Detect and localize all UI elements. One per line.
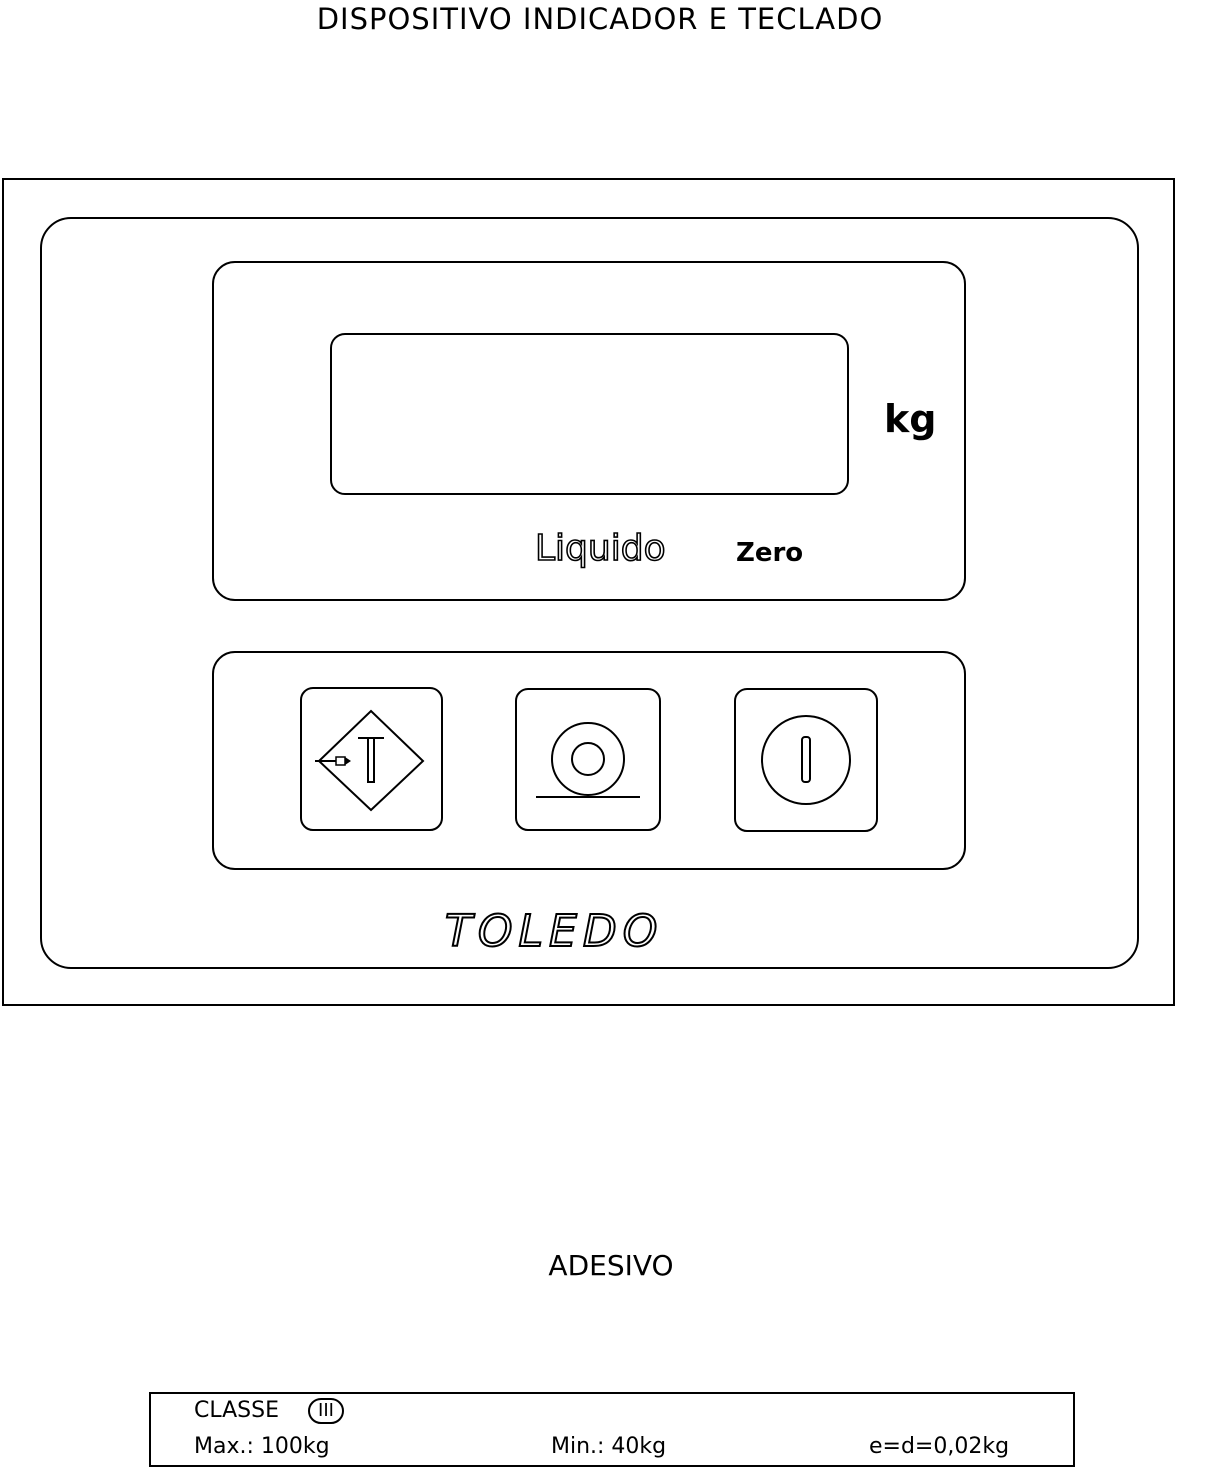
toledo-logo: TOLEDO [445,906,663,957]
net-indicator-label: Liquido [535,528,666,569]
weight-display-window [330,333,849,495]
sticker-title: ADESIVO [548,1249,673,1282]
verification-division: e=d=0,02kg [869,1434,1010,1459]
sticker-label: CLASSE III Max.: 100kg Min.: 40kg e=d=0,… [149,1392,1075,1467]
tare-icon [315,709,425,812]
unit-label: kg [884,397,936,441]
min-capacity: Min.: 40kg [551,1434,667,1459]
drawing-title-text: DISPOSITIVO INDICADOR E TECLADO [316,2,884,36]
outer-frame [2,178,1175,1006]
class-symbol: III [308,1398,344,1424]
display-panel [212,261,966,601]
drawing-title: DISPOSITIVO INDICADOR E TECLADO [0,2,1200,36]
class-label: CLASSE [194,1398,280,1423]
zero-indicator-label: Zero [736,538,803,568]
max-capacity: Max.: 100kg [194,1434,330,1459]
tare-key[interactable] [300,687,443,831]
power-icon [761,715,851,805]
zero-icon [536,722,640,798]
power-key[interactable] [734,688,878,832]
keypad-panel [212,651,966,870]
zero-key[interactable] [515,688,661,831]
indicator-housing [40,217,1139,969]
class-row: CLASSE III [194,1398,344,1424]
